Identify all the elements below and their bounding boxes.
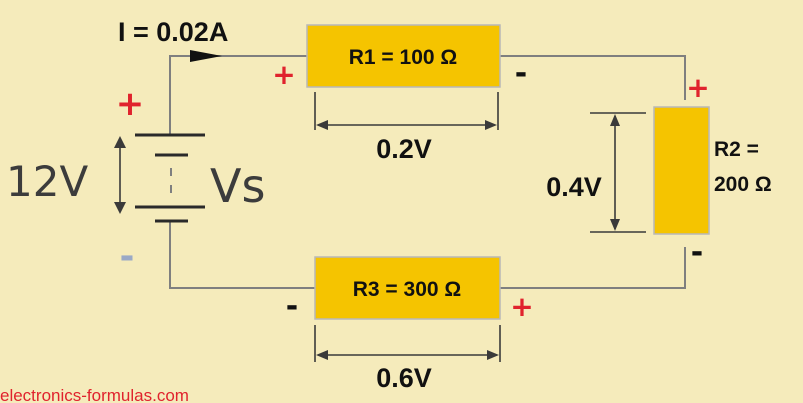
- wire-r1-to-r2: [500, 55, 686, 100]
- r1-voltage-dimension: [314, 92, 499, 130]
- r2-plus-sign: +: [686, 71, 709, 104]
- r2-minus-sign: -: [691, 235, 703, 270]
- r2-voltage-drop: 0.4V: [546, 172, 602, 202]
- r3-voltage-dimension: [314, 325, 501, 362]
- resistor-r3: [314, 256, 501, 320]
- arrow-down-icon: [114, 202, 126, 214]
- current-arrow-icon: [190, 50, 222, 62]
- r3-minus-sign: -: [286, 289, 298, 324]
- credit-link[interactable]: electronics-formulas.com: [0, 386, 189, 403]
- wire-r2-to-r3: [500, 247, 686, 289]
- wire-source-to-r1: [169, 55, 307, 135]
- r1-voltage-drop: 0.2V: [376, 134, 432, 164]
- r2-label-line1: R2 =: [714, 138, 759, 161]
- source-voltage-label: 12V: [6, 157, 88, 206]
- r3-voltage-drop: 0.6V: [376, 363, 432, 393]
- source-name-label: Vs: [210, 159, 265, 213]
- resistor-r1: [306, 24, 501, 88]
- resistor-r2: [653, 106, 710, 235]
- battery-symbol: [135, 133, 205, 223]
- r2-label-line2: 200 Ω: [714, 173, 772, 196]
- r3-plus-sign: +: [510, 290, 533, 323]
- current-label: I = 0.02A: [118, 17, 228, 47]
- r2-voltage-dimension: [590, 112, 646, 233]
- arrow-up-icon: [114, 136, 126, 148]
- circuit-wires: [169, 55, 686, 289]
- source-voltage-arrow: [114, 136, 126, 214]
- source-plus-sign: +: [116, 84, 145, 124]
- r1-minus-sign: -: [515, 56, 527, 91]
- wire-r3-to-source: [169, 221, 315, 289]
- source-minus-sign: -: [120, 236, 135, 277]
- r3-label: R3 = 300 Ω: [353, 278, 462, 301]
- r1-plus-sign: +: [272, 58, 295, 91]
- r1-label: R1 = 100 Ω: [349, 46, 458, 69]
